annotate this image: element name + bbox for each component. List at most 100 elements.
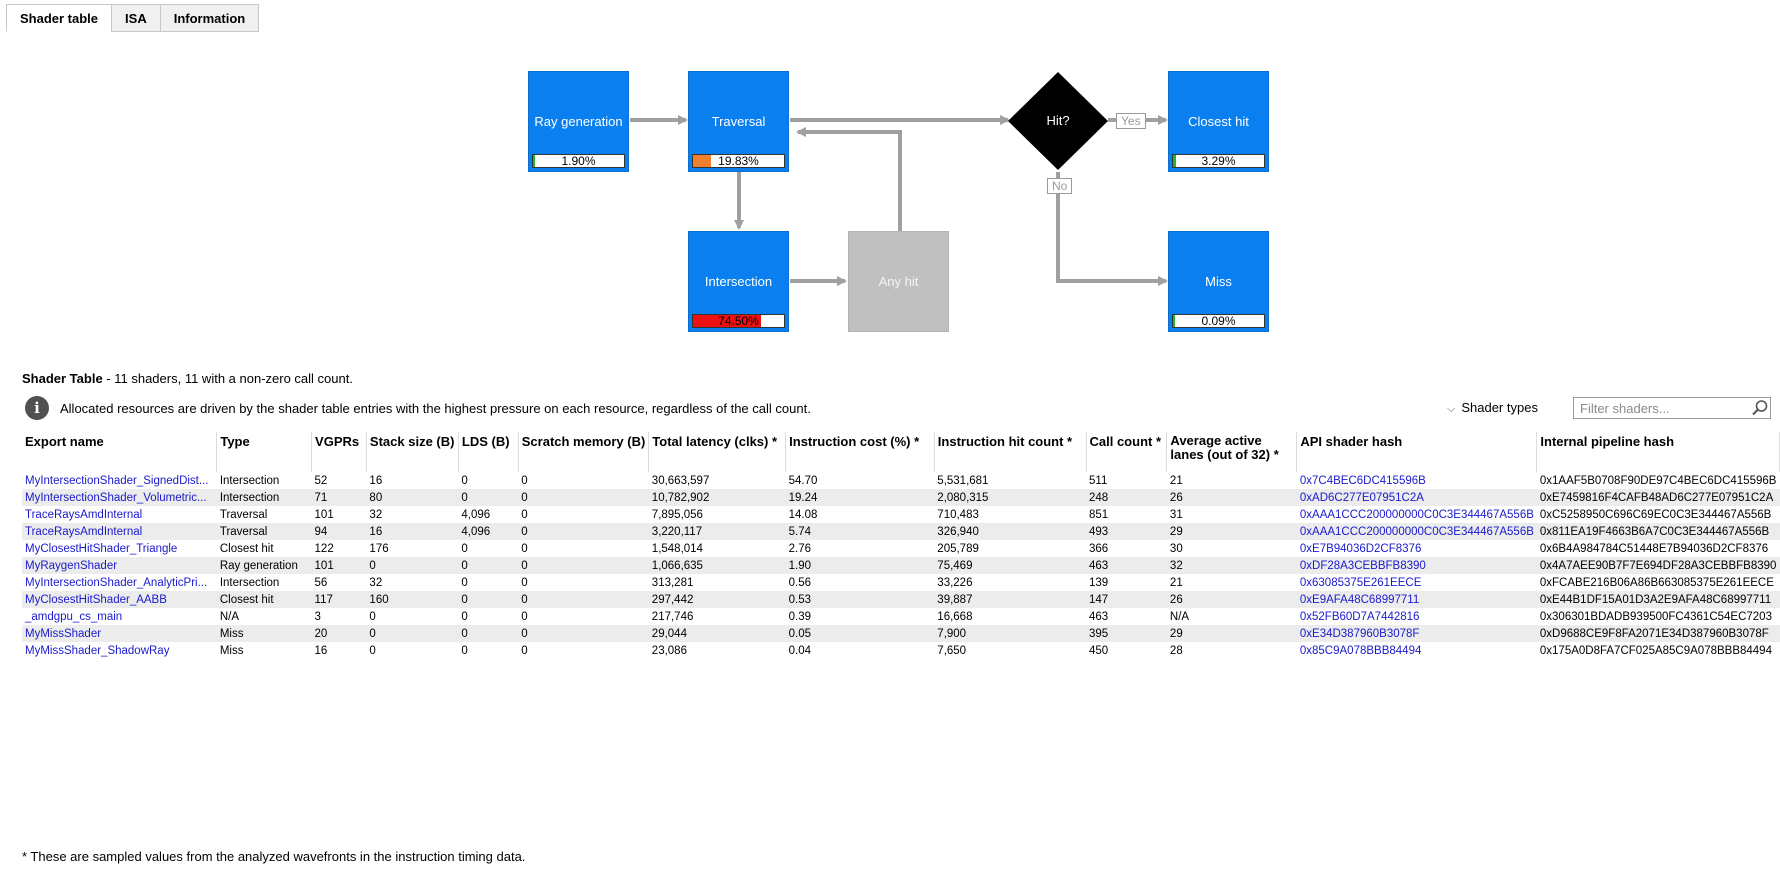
table-cell: 3: [311, 608, 367, 625]
table-cell: 7,895,056: [648, 506, 786, 523]
table-cell: 511: [1086, 472, 1167, 489]
filter-shaders-input[interactable]: [1573, 397, 1771, 419]
table-cell: 52: [311, 472, 367, 489]
export-name-link[interactable]: TraceRaysAmdInternal: [22, 506, 217, 523]
hit-decision-diamond: [1008, 72, 1108, 170]
ray-tracing-flow-diagram: Hit? Yes No Ray generation 1.90% Travers…: [0, 0, 1780, 360]
api-shader-hash-link[interactable]: 0xE7B94036D2CF8376: [1296, 540, 1537, 557]
table-cell: 4,096: [458, 506, 519, 523]
node-ray-generation[interactable]: Ray generation 1.90%: [528, 71, 629, 172]
api-shader-hash-link[interactable]: 0xAD6C277E07951C2A: [1296, 489, 1537, 506]
api-shader-hash-link[interactable]: 0xDF28A3CEBBFB8390: [1296, 557, 1537, 574]
node-label: Intersection: [704, 274, 773, 289]
api-shader-hash-link[interactable]: 0xAAA1CCC200000000C0C3E344467A556B: [1296, 506, 1537, 523]
table-cell: 366: [1086, 540, 1167, 557]
table-cell: 0: [458, 608, 519, 625]
node-label: Ray generation: [534, 114, 623, 129]
table-row[interactable]: MyIntersectionShader_AnalyticPri...Inter…: [22, 574, 1780, 591]
column-header[interactable]: Type: [216, 432, 313, 472]
table-cell: 20: [311, 625, 367, 642]
table-cell: 0: [458, 625, 519, 642]
export-name-link[interactable]: MyClosestHitShader_AABB: [22, 591, 217, 608]
percent-label: 74.50%: [718, 314, 759, 328]
node-traversal[interactable]: Traversal 19.83%: [688, 71, 789, 172]
table-cell: 0.04: [785, 642, 935, 659]
api-shader-hash-link[interactable]: 0xE34D387960B3078F: [1296, 625, 1537, 642]
export-name-link[interactable]: MyMissShader_ShadowRay: [22, 642, 217, 659]
table-cell: 0xFCABE216B06A86B663085375E261EECE: [1536, 574, 1780, 591]
footnote: * These are sampled values from the anal…: [22, 849, 526, 864]
column-header[interactable]: VGPRs: [311, 432, 367, 472]
column-header[interactable]: Stack size (B): [366, 432, 459, 472]
table-cell: 23,086: [648, 642, 786, 659]
search-icon[interactable]: [1751, 399, 1769, 417]
tab-information[interactable]: Information: [159, 4, 260, 32]
node-miss[interactable]: Miss 0.09%: [1168, 231, 1269, 332]
tab-isa[interactable]: ISA: [111, 4, 161, 32]
table-cell: Ray generation: [216, 557, 312, 574]
table-cell: Closest hit: [216, 540, 312, 557]
node-label: Miss: [1205, 274, 1232, 289]
table-cell: 16: [366, 523, 459, 540]
percent-bar-fill: [1173, 155, 1176, 167]
column-header[interactable]: Export name: [22, 432, 218, 472]
table-cell: 0: [458, 540, 519, 557]
table-cell: 32: [366, 574, 459, 591]
table-cell: 463: [1086, 557, 1167, 574]
column-header-sorted[interactable]: Instruction cost (%) *: [785, 432, 935, 472]
export-name-link[interactable]: MyIntersectionShader_AnalyticPri...: [22, 574, 217, 591]
column-header[interactable]: LDS (B): [458, 432, 519, 472]
api-shader-hash-link[interactable]: 0xAAA1CCC200000000C0C3E344467A556B: [1296, 523, 1537, 540]
export-name-link[interactable]: MyClosestHitShader_Triangle: [22, 540, 217, 557]
column-header[interactable]: Call count *: [1086, 432, 1168, 472]
percent-bar: 1.90%: [532, 154, 625, 168]
table-cell: 33,226: [934, 574, 1086, 591]
export-name-link[interactable]: MyRaygenShader: [22, 557, 217, 574]
export-name-link[interactable]: _amdgpu_cs_main: [22, 608, 217, 625]
table-cell: 29,044: [648, 625, 786, 642]
export-name-link[interactable]: MyIntersectionShader_Volumetric...: [22, 489, 217, 506]
node-intersection[interactable]: Intersection 74.50%: [688, 231, 789, 332]
chevron-down-icon: ⌵: [1447, 403, 1456, 415]
shader-types-dropdown[interactable]: ⌵Shader types: [1447, 400, 1538, 416]
column-header[interactable]: Average active lanes (out of 32) *: [1166, 432, 1298, 472]
api-shader-hash-link[interactable]: 0xE9AFA48C68997711: [1296, 591, 1537, 608]
table-cell: 16,668: [934, 608, 1086, 625]
column-header[interactable]: Total latency (clks) *: [648, 432, 787, 472]
table-cell: 0: [518, 642, 649, 659]
column-header[interactable]: Scratch memory (B): [518, 432, 650, 472]
export-name-link[interactable]: MyMissShader: [22, 625, 217, 642]
table-row[interactable]: MyIntersectionShader_SignedDist...Inters…: [22, 472, 1780, 489]
column-header[interactable]: Instruction hit count *: [934, 432, 1087, 472]
node-closest-hit[interactable]: Closest hit 3.29%: [1168, 71, 1269, 172]
table-cell: 101: [311, 557, 367, 574]
api-shader-hash-link[interactable]: 0x52FB60D7A7442816: [1296, 608, 1537, 625]
table-cell: 16: [311, 642, 367, 659]
table-cell: 851: [1086, 506, 1167, 523]
table-cell: 28: [1166, 642, 1297, 659]
table-cell: 160: [366, 591, 459, 608]
table-cell: 0: [366, 557, 459, 574]
export-name-link[interactable]: TraceRaysAmdInternal: [22, 523, 217, 540]
table-cell: 3,220,117: [648, 523, 786, 540]
column-header[interactable]: Internal pipeline hash: [1536, 432, 1780, 472]
table-cell: 0.53: [785, 591, 935, 608]
node-label: Any hit: [878, 274, 919, 289]
table-row[interactable]: MyIntersectionShader_Volumetric...Inters…: [22, 489, 1780, 506]
api-shader-hash-link[interactable]: 0x85C9A078BBB84494: [1296, 642, 1537, 659]
export-name-link[interactable]: MyIntersectionShader_SignedDist...: [22, 472, 217, 489]
node-any-hit[interactable]: Any hit: [848, 231, 949, 332]
table-cell: 0x175A0D8FA7CF025A85C9A078BBB84494: [1536, 642, 1780, 659]
api-shader-hash-link[interactable]: 0x7C4BEC6DC415596B: [1296, 472, 1537, 489]
tab-shader-table[interactable]: Shader table: [6, 4, 113, 32]
column-header[interactable]: API shader hash: [1296, 432, 1538, 472]
api-shader-hash-link[interactable]: 0x63085375E261EECE: [1296, 574, 1537, 591]
